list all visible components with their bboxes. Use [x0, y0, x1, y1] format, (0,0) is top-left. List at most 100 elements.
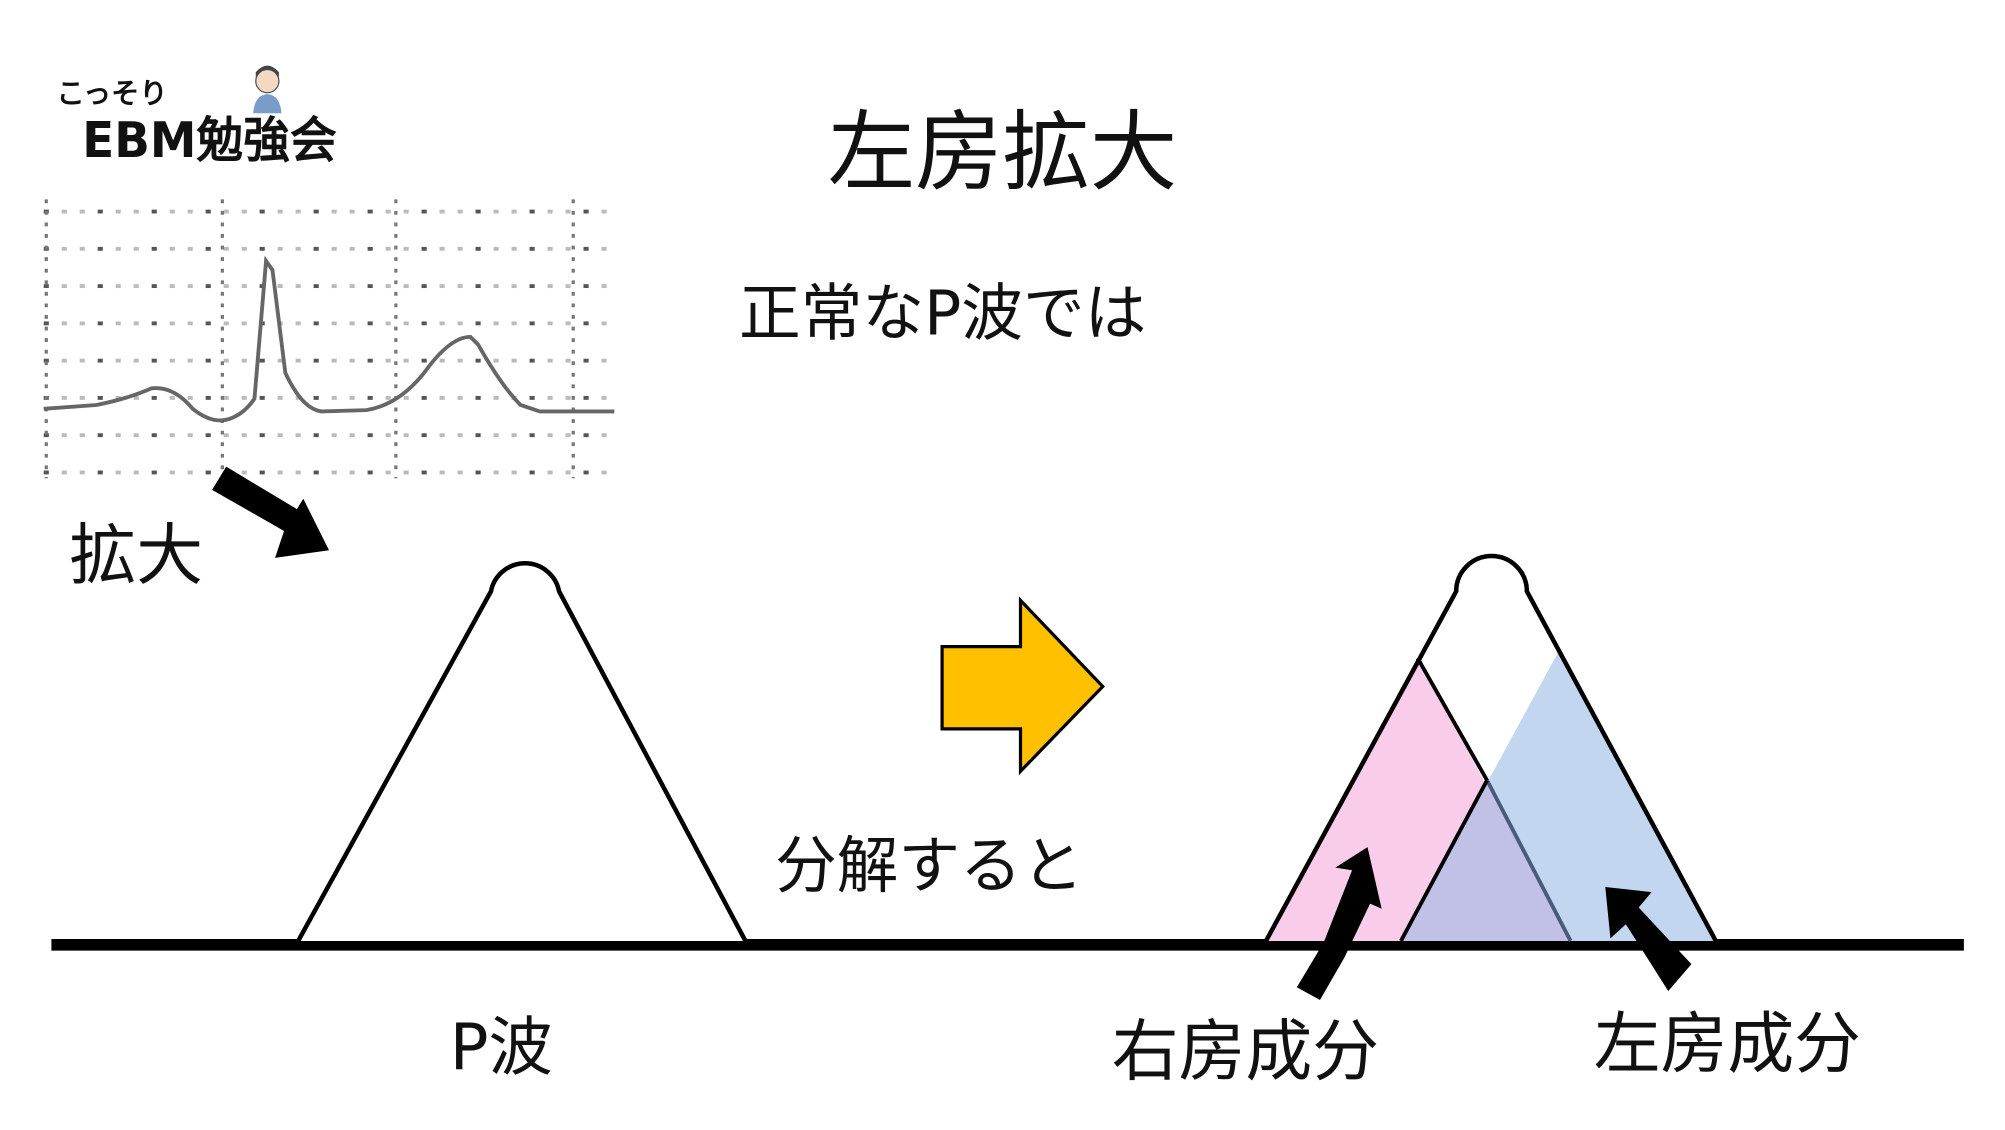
ecg-grid-dot: [241, 284, 247, 289]
ecg-grid-dot: [295, 284, 301, 289]
ecg-grid-dot: [241, 321, 247, 326]
overlap-edge: [1485, 779, 1573, 942]
ecg-grid-dot: [493, 321, 499, 326]
ecg-grid-dot: [475, 470, 481, 475]
ecg-grid-dot: [169, 433, 175, 438]
ecg-grid-dot: [349, 321, 355, 326]
ecg-strip-image: [43, 199, 615, 479]
ecg-grid-dot: [61, 284, 67, 289]
ecg-grid-dot: [367, 433, 373, 438]
ecg-grid-dot: [529, 395, 535, 400]
ecg-grid-dot: [421, 209, 427, 214]
ecg-grid-dot: [223, 246, 229, 251]
ecg-grid-dot: [511, 246, 517, 251]
logo-line2: EBM勉強会: [82, 112, 337, 169]
ecg-grid-dot: [115, 433, 121, 438]
ecg-grid-dot: [187, 209, 193, 214]
logo-line1: こっそり: [57, 77, 168, 110]
ecg-grid-dot: [385, 395, 391, 400]
ecg-grid-dot: [115, 246, 121, 251]
ecg-grid-dot: [439, 209, 445, 214]
ecg-grid-dot: [583, 470, 589, 475]
ecg-grid-dot: [241, 470, 247, 475]
ecg-grid-dot: [349, 433, 355, 438]
ecg-grid-dot: [187, 433, 193, 438]
ecg-grid-dot: [331, 395, 337, 400]
ecg-grid-dot: [97, 284, 103, 289]
ecg-grid-dot: [511, 433, 517, 438]
ecg-grid-dot: [421, 284, 427, 289]
ecg-grid-dot: [349, 470, 355, 475]
ecg-grid-dot: [43, 433, 49, 438]
ecg-grid-dot: [151, 470, 157, 475]
ecg-grid-dot: [529, 321, 535, 326]
ecg-grid-dot: [223, 433, 229, 438]
ecg-grid-dot: [313, 321, 319, 326]
ecg-grid-dot: [403, 470, 409, 475]
ecg-grid-dot: [511, 209, 517, 214]
p-wave-outline: [1264, 553, 1718, 943]
ecg-grid-dot: [475, 433, 481, 438]
ecg-grid-dot: [151, 284, 157, 289]
ecg-grid-dot: [169, 470, 175, 475]
ecg-grid-dot: [97, 321, 103, 326]
ecg-grid-dot: [151, 209, 157, 214]
ecg-grid-dot: [79, 470, 85, 475]
decompose-label: 分解すると: [775, 830, 1083, 902]
ecg-grid-dot: [43, 470, 49, 475]
ecg-grid-dot: [457, 395, 463, 400]
ecg-grid-dot: [169, 358, 175, 363]
avatar-icon: [253, 65, 282, 114]
ecg-grid-dot: [133, 284, 139, 289]
ecg-grid-dot: [187, 358, 193, 363]
ecg-grid-dot: [367, 209, 373, 214]
ecg-grid-dot: [277, 433, 283, 438]
ecg-grid-dot: [349, 358, 355, 363]
ecg-grid-dot: [529, 433, 535, 438]
ecg-grid-dot: [547, 470, 553, 475]
zoom-arrow-icon: [212, 466, 330, 558]
ecg-grid-dot: [439, 470, 445, 475]
ecg-grid-dot: [529, 470, 535, 475]
ecg-grid-dot: [565, 395, 571, 400]
ecg-grid-dot: [367, 284, 373, 289]
ecg-grid-dot: [277, 358, 283, 363]
ecg-grid-dot: [187, 470, 193, 475]
ecg-grid-dot: [439, 284, 445, 289]
ecg-grid-dot: [259, 395, 265, 400]
ecg-grid-dot: [205, 284, 211, 289]
ecg-grid-dot: [43, 358, 49, 363]
ecg-grid-dot: [367, 321, 373, 326]
ecg-grid-dot: [205, 433, 211, 438]
ecg-grid-dot: [421, 321, 427, 326]
ecg-grid-dot: [601, 209, 607, 214]
ecg-grid-dot: [475, 321, 481, 326]
ecg-grid-dot: [439, 358, 445, 363]
subtitle: 正常なP波では: [739, 277, 1146, 349]
logo: こっそり EBM勉強会: [57, 65, 337, 169]
ecg-grid-dot: [547, 395, 553, 400]
ecg-trace: [43, 255, 615, 423]
ecg-grid-dot: [439, 433, 445, 438]
ecg-grid-dot: [79, 209, 85, 214]
ecg-grid-dot: [601, 470, 607, 475]
ecg-grid-dot: [421, 358, 427, 363]
ecg-grid-dot: [421, 470, 427, 475]
ecg-grid-dot: [475, 395, 481, 400]
ecg-grid-dot: [151, 433, 157, 438]
ecg-grid-dot: [349, 209, 355, 214]
p-wave-label: P波: [450, 1010, 553, 1085]
ecg-grid-dot: [223, 395, 229, 400]
ecg-grid-dot: [511, 470, 517, 475]
ecg-grid-dot: [601, 433, 607, 438]
ecg-grid-dot: [367, 470, 373, 475]
ecg-grid-dot: [439, 246, 445, 251]
ecg-grid-dot: [223, 358, 229, 363]
ecg-grid-dot: [601, 321, 607, 326]
ecg-grid-dot: [295, 470, 301, 475]
ecg-grid-dot: [115, 209, 121, 214]
ecg-grid-dot: [133, 209, 139, 214]
ecg-grid-dot: [331, 246, 337, 251]
ecg-grid-dot: [133, 433, 139, 438]
ecg-grid-dot: [403, 209, 409, 214]
